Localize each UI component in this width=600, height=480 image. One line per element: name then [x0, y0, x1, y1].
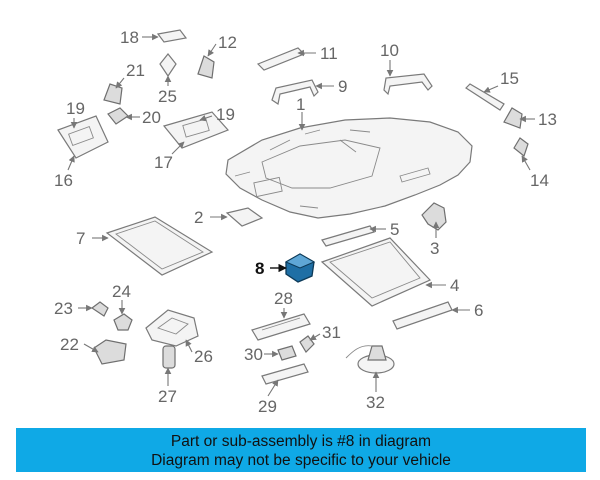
callout-30: 30 — [244, 345, 263, 364]
part-22-module — [93, 339, 127, 365]
part-21-holder — [103, 83, 123, 105]
callout-27: 27 — [158, 387, 177, 406]
part-8-face — [284, 253, 316, 269]
callout-11: 11 — [320, 44, 338, 63]
callout-26: 26 — [194, 347, 213, 366]
part-8-highlighted — [284, 253, 316, 283]
part-24-socket — [113, 313, 133, 331]
part-3-bracket — [421, 202, 447, 231]
part-12-clip — [197, 55, 215, 79]
part-17-visor — [162, 111, 230, 149]
callout-18: 18 — [120, 28, 139, 47]
callout-4: 4 — [450, 276, 459, 295]
callout-23: 23 — [54, 299, 73, 318]
callout-31: 31 — [322, 323, 341, 342]
callout-10: 10 — [380, 41, 399, 60]
callout-14: 14 — [530, 171, 549, 190]
callout-16: 16 — [54, 171, 73, 190]
callout-2: 2 — [194, 208, 203, 227]
parts-diagram: 1 2 3 4 5 6 7 8 9 10 11 12 13 14 15 16 1… — [54, 28, 557, 416]
banner-line-2: Diagram may not be specific to your vehi… — [151, 452, 451, 469]
part-18-clip — [156, 29, 188, 43]
callout-7: 7 — [76, 229, 85, 248]
callout-24: 24 — [112, 282, 131, 301]
callout-6: 6 — [474, 301, 483, 320]
part-28-lamp — [251, 313, 311, 341]
part-7-frame — [105, 216, 214, 276]
callout-13: 13 — [538, 110, 557, 129]
callout-15: 15 — [500, 69, 519, 88]
callout-3: 3 — [430, 239, 439, 258]
part-27-bulb — [162, 345, 176, 369]
part-5-rail — [321, 225, 375, 247]
part-15-strip — [465, 83, 505, 111]
part-6-strip — [392, 301, 453, 330]
part-9-handle — [271, 79, 319, 105]
callout-25: 25 — [158, 87, 177, 106]
part-11-strip — [256, 47, 306, 71]
callout-1: 1 — [296, 95, 305, 114]
part-14-cap — [513, 137, 529, 158]
callout-28: 28 — [274, 289, 293, 308]
part-26-console — [145, 309, 199, 347]
part-16-visor — [57, 115, 109, 159]
part-2-cover — [225, 207, 264, 227]
part-30-connector — [277, 345, 297, 361]
part-1-headliner — [225, 117, 473, 219]
callout-5: 5 — [390, 220, 399, 239]
part-13-clip — [503, 107, 523, 129]
callout-9: 9 — [338, 77, 347, 96]
part-29-lamp — [261, 363, 309, 385]
callout-19-right: 19 — [216, 105, 235, 124]
callout-12: 12 — [218, 33, 237, 52]
callout-22: 22 — [60, 335, 79, 354]
callout-17: 17 — [154, 153, 173, 172]
banner-line-1: Part or sub-assembly is #8 in diagram — [170, 433, 432, 450]
callout-29: 29 — [258, 397, 277, 416]
callout-21: 21 — [126, 61, 145, 80]
part-20-holder — [107, 107, 129, 125]
part-4-panel — [320, 237, 432, 307]
callout-20: 20 — [142, 108, 161, 127]
callout-19-left: 19 — [66, 99, 85, 118]
callout-labels: 1 2 3 4 5 6 7 8 9 10 11 12 13 14 15 16 1… — [54, 28, 557, 416]
part-32-sensor — [345, 345, 395, 374]
leader-lines — [67, 33, 535, 397]
part-23-bulb — [90, 301, 109, 317]
callout-8: 8 — [255, 259, 264, 278]
callout-32: 32 — [366, 393, 385, 412]
info-banner: Part or sub-assembly is #8 in diagram Di… — [16, 428, 586, 472]
part-10-handle — [383, 73, 433, 96]
part-25-cone — [159, 53, 177, 78]
